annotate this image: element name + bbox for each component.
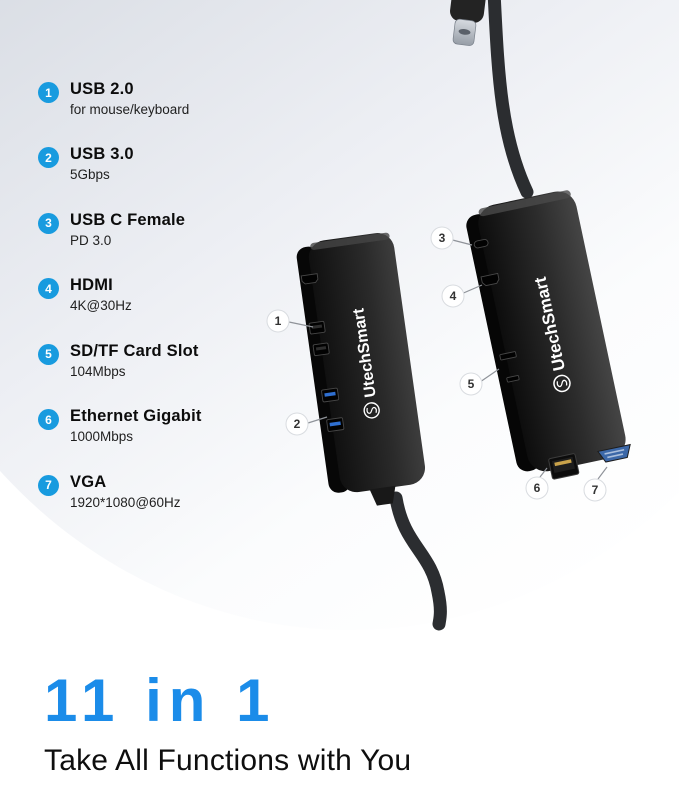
port-callouts: 1 2 3 4 5 6 7 bbox=[266, 226, 608, 502]
hub-device-left: UtechSmart bbox=[296, 232, 426, 506]
usb-c-cable-bottom bbox=[389, 491, 447, 631]
callout-number: 4 bbox=[450, 289, 457, 303]
callout-number: 3 bbox=[439, 231, 446, 245]
feature-number-badge: 4 bbox=[38, 278, 59, 300]
callout-number: 2 bbox=[294, 417, 301, 431]
feature-subtitle: PD 3.0 bbox=[70, 232, 112, 248]
callout-number: 6 bbox=[534, 481, 541, 495]
callout-badge-4 bbox=[441, 284, 465, 308]
headline: 11 in 1 bbox=[44, 667, 277, 734]
feature-title: USB 3.0 bbox=[70, 145, 134, 164]
usb2-port-2 bbox=[312, 342, 330, 357]
usb-c-plug bbox=[450, 0, 489, 46]
feature-item-sdtf: 5 SD/TF Card Slot 104Mbps bbox=[38, 342, 202, 379]
feature-subtitle: 1000Mbps bbox=[70, 429, 134, 445]
callout-badge-2 bbox=[285, 412, 309, 436]
hub-right-top-edge bbox=[478, 190, 571, 217]
subheadline: Take All Functions with You bbox=[44, 744, 412, 777]
ethernet-port bbox=[548, 453, 580, 480]
tf-card-slot bbox=[506, 375, 520, 383]
usb3-port-1 bbox=[321, 387, 340, 403]
feature-subtitle: 104Mbps bbox=[70, 363, 126, 379]
feature-item-usbc: 3 USB C Female PD 3.0 bbox=[38, 211, 202, 248]
feature-number-badge: 5 bbox=[38, 343, 59, 365]
feature-item-vga: 7 VGA 1920*1080@60Hz bbox=[38, 473, 202, 510]
feature-item-ethernet: 6 Ethernet Gigabit 1000Mbps bbox=[38, 407, 202, 444]
usb-c-female-port bbox=[473, 238, 489, 249]
brand-swirl-icon bbox=[553, 374, 571, 393]
feature-title: SD/TF Card Slot bbox=[70, 341, 199, 360]
hub-right-body bbox=[478, 191, 626, 472]
feature-number-badge: 3 bbox=[38, 212, 59, 234]
callout-number: 1 bbox=[275, 314, 282, 328]
usb2-port-1 bbox=[308, 320, 326, 335]
callout-badge-5 bbox=[459, 372, 483, 396]
usb-c-cable-top bbox=[487, 0, 534, 199]
hub-left-top-edge bbox=[310, 232, 390, 250]
plug-overmold bbox=[450, 0, 489, 23]
callout-badge-3 bbox=[430, 226, 454, 250]
feature-subtitle: for mouse/keyboard bbox=[70, 101, 190, 117]
feature-number-badge: 1 bbox=[38, 82, 59, 103]
feature-subtitle: 5Gbps bbox=[70, 167, 110, 183]
hdmi-port bbox=[480, 272, 500, 287]
feature-item-hdmi: 4 HDMI 4K@30Hz bbox=[38, 276, 202, 313]
brand-swirl-icon bbox=[363, 402, 380, 419]
feature-subtitle: 1920*1080@60Hz bbox=[70, 494, 181, 510]
feature-list: 1 USB 2.0 for mouse/keyboard 2 USB 3.0 5… bbox=[38, 80, 202, 510]
usb3-port-2 bbox=[326, 417, 345, 432]
callout-badge-7 bbox=[583, 478, 607, 502]
callout-badge-1 bbox=[266, 309, 290, 333]
feature-title: HDMI bbox=[70, 276, 113, 295]
feature-number-badge: 7 bbox=[38, 474, 59, 496]
feature-title: USB C Female bbox=[70, 210, 186, 229]
callout-badge-6 bbox=[525, 476, 549, 500]
feature-number-badge: 2 bbox=[38, 147, 59, 169]
feature-title: VGA bbox=[70, 472, 107, 491]
feature-title: USB 2.0 bbox=[70, 80, 134, 98]
feature-item-usb2: 1 USB 2.0 for mouse/keyboard bbox=[38, 80, 202, 117]
hub-device-right: UtechSmart bbox=[466, 190, 631, 480]
feature-title: Ethernet Gigabit bbox=[70, 407, 202, 426]
vga-port bbox=[597, 443, 631, 463]
feature-subtitle: 4K@30Hz bbox=[70, 298, 132, 314]
feature-number-badge: 6 bbox=[38, 409, 59, 431]
sd-card-slot bbox=[499, 351, 517, 361]
cable-strain-relief bbox=[369, 485, 396, 506]
hdmi-port-left bbox=[300, 273, 319, 285]
callout-number: 7 bbox=[592, 483, 599, 497]
plug-connector-slot bbox=[458, 29, 471, 35]
feature-item-usb3: 2 USB 3.0 5Gbps bbox=[38, 145, 202, 182]
callout-number: 5 bbox=[468, 377, 475, 391]
